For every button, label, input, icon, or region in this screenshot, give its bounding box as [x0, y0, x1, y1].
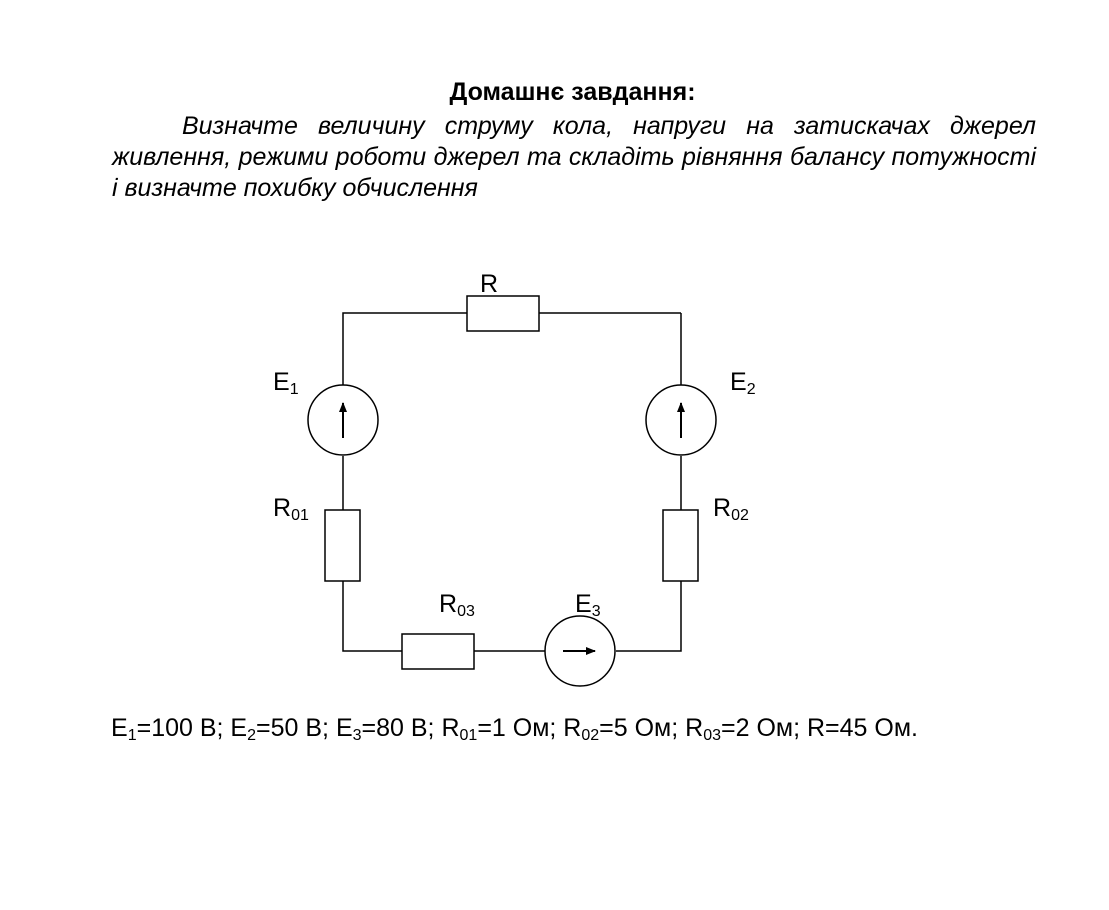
label-E2: E2	[730, 368, 756, 398]
label-E1: E1	[273, 368, 299, 398]
param-R03: R03=2 Ом;	[685, 714, 807, 744]
resistor-R02	[662, 509, 699, 582]
param-R01: R01=1 Ом;	[441, 714, 564, 744]
param-R: R=45 Ом.	[806, 714, 918, 742]
resistor-R	[466, 295, 540, 332]
param-R02: R02=5 Ом;	[563, 714, 686, 744]
param-E3: E3=80 В;	[335, 714, 442, 744]
label-R02: R02	[713, 494, 749, 524]
task-text: Визначте величину струму кола, напруги н…	[112, 112, 1036, 202]
assignment-title: Домашнє завдання:	[449, 78, 696, 106]
resistor-R03	[401, 633, 475, 670]
wire-top	[342, 312, 467, 385]
resistor-R01	[324, 509, 361, 582]
wire-bottom-left	[342, 581, 402, 652]
wire-right-lower	[616, 581, 682, 652]
label-R01: R01	[273, 494, 309, 524]
label-R03: R03	[439, 590, 475, 620]
label-R: R	[480, 270, 498, 298]
parameter-values: E1=100 В; E2=50 В; E3=80 В; R01=1 Ом; R0…	[111, 714, 918, 744]
label-E3: E3	[575, 590, 601, 620]
param-E2: E2=50 В;	[230, 714, 336, 744]
param-E1: E1=100 В;	[111, 714, 231, 744]
